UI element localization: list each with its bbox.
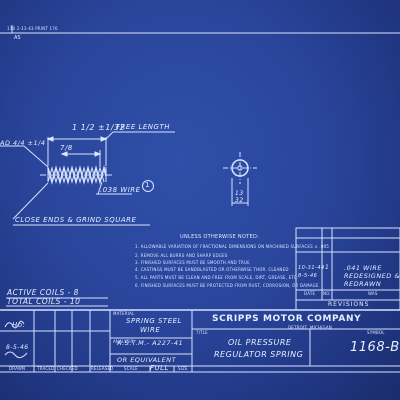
revision-no-1: 1	[325, 264, 330, 271]
active-coils: ACTIVE COILS - 8	[7, 288, 79, 297]
material-label: MATERIAL	[113, 311, 135, 316]
note-3: 3. FINISHED SURFACES MUST BE SMOOTH AND …	[135, 260, 250, 265]
note-1: 1. ALLOWABLE VARIATION OF FRACTIONAL DIM…	[135, 244, 330, 249]
material-value-2: WIRE	[140, 326, 161, 334]
drawing-title-2: REGULATOR SPRING	[214, 350, 304, 359]
spring-end-view	[223, 152, 257, 206]
analysis-label: ANALYSIS	[113, 339, 134, 344]
traced-label: TRACED	[37, 366, 55, 371]
pitch-dimension	[60, 150, 102, 167]
spring-side-view	[40, 164, 114, 185]
corner-code: AS	[14, 35, 21, 41]
wire-dim-label: .038 WIRE	[100, 186, 141, 194]
reference-circle	[142, 180, 154, 192]
size-label: SIZE	[178, 366, 188, 371]
od-note-leader	[23, 145, 49, 168]
released-label: RELEASED	[91, 366, 114, 371]
scale-label: SCALE	[124, 366, 138, 371]
revision-was-1: .041 WIRE	[344, 264, 383, 272]
revision-date-1: 10-31-44	[298, 265, 325, 271]
drawn-label: DRAWN	[9, 366, 26, 371]
drawn-signature	[4, 320, 25, 329]
checked-label: CHECKED	[57, 366, 78, 371]
note-2: 2. REMOVE ALL BURRS AND SHARP EDGES	[135, 253, 228, 258]
date-signature	[4, 351, 28, 359]
revisions-col-no: NO.	[323, 291, 331, 296]
ends-leader	[12, 182, 49, 220]
revisions-title: REVISIONS	[328, 301, 370, 308]
drawing-symbol: 1168-B	[350, 340, 400, 355]
end-view-dim-top: 13	[235, 190, 244, 197]
free-length-dim-value: 1 1/2 ±1/32	[72, 123, 126, 132]
end-view-dim-bottom: 32	[235, 197, 244, 204]
drawn-by: Ho.	[12, 321, 26, 329]
note-5: 5. ALL PARTS MUST BE CLEAN AND FREE FROM…	[135, 275, 299, 280]
free-length-label: FREE LENGTH	[116, 123, 170, 131]
drawn-date: 8-5-46	[6, 344, 29, 351]
notes-title: UNLESS OTHERWISE NOTED:	[180, 234, 260, 240]
od-note: AD 4/4 ±1/4	[0, 139, 46, 147]
total-coils: TOTAL COILS - 10	[7, 297, 81, 306]
drawing-title-1: OIL PRESSURE	[228, 338, 292, 347]
end-grind-note: CLOSE ENDS & GRIND SQUARE	[15, 216, 137, 224]
revisions-col-date: DATE	[304, 291, 316, 296]
company-city: DETROIT, MICHIGAN	[288, 325, 332, 330]
free-length-dimension	[46, 131, 175, 166]
header-codes: 116 2-13-43 PRINT 176	[7, 26, 58, 31]
title-block-lines	[0, 309, 400, 373]
revision-was-3: REDRAWN	[344, 280, 382, 288]
reference-number: 1	[145, 181, 150, 189]
revision-date-2: 8-5-46	[298, 273, 318, 279]
analysis-value-2: OR EQUIVALENT	[117, 356, 177, 364]
revision-was-2: REDESIGNED &	[344, 272, 400, 280]
title-label: TITLE	[196, 330, 208, 335]
pitch-dim-value: 7/8	[60, 144, 73, 152]
wire-leader	[97, 181, 103, 195]
note-4: 4. CASTINGS MUST BE SANDBLASTED OR OTHER…	[135, 267, 289, 272]
revisions-col-was: WAS	[368, 291, 378, 296]
symbol-label: SYMBOL	[367, 330, 385, 335]
note-6: 6. FINISHED SURFACES MUST BE PROTECTED F…	[135, 283, 319, 288]
company-name: SCRIPPS MOTOR COMPANY	[212, 314, 362, 324]
material-value-1: SPRING STEEL	[126, 317, 182, 325]
scale-value: FULL	[150, 364, 169, 372]
analysis-value-1: A.S.T.M.- A227-41	[117, 339, 184, 347]
